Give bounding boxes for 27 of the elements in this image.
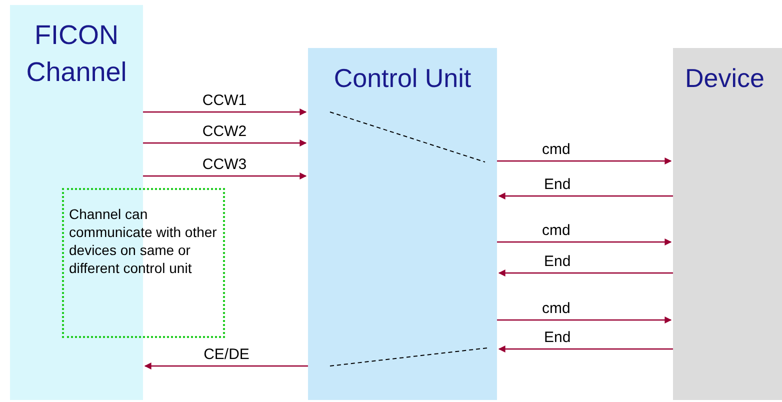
arrow — [497, 158, 672, 164]
band-title: Device — [684, 62, 766, 94]
device-band — [673, 48, 782, 400]
arrow — [144, 362, 308, 370]
arrow — [143, 140, 307, 146]
edge-label: End — [544, 253, 571, 271]
note-text: Channel can communicate with other devices on same or different control unit — [68, 205, 218, 277]
arrow — [143, 172, 307, 180]
arrow — [497, 238, 672, 246]
edge-label: CCW1 — [202, 92, 247, 110]
arrow — [143, 108, 307, 116]
edge-label: CCW2 — [202, 123, 247, 141]
edge-label: End — [544, 176, 571, 194]
edge-label: cmd — [542, 222, 570, 240]
edge-label: CCW3 — [202, 156, 247, 174]
note-box — [62, 188, 225, 338]
edge-label: cmd — [542, 141, 570, 159]
band-title: Control Unit — [332, 62, 472, 94]
arrow — [498, 346, 673, 352]
edge-label: End — [544, 329, 571, 347]
control-unit-band — [308, 48, 497, 400]
arrow — [498, 270, 673, 276]
arrow — [497, 316, 672, 324]
edge-label: cmd — [542, 300, 570, 318]
edge-label: CE/DE — [204, 346, 250, 364]
band-title: FICON Channel — [25, 19, 128, 89]
arrow — [498, 192, 673, 200]
